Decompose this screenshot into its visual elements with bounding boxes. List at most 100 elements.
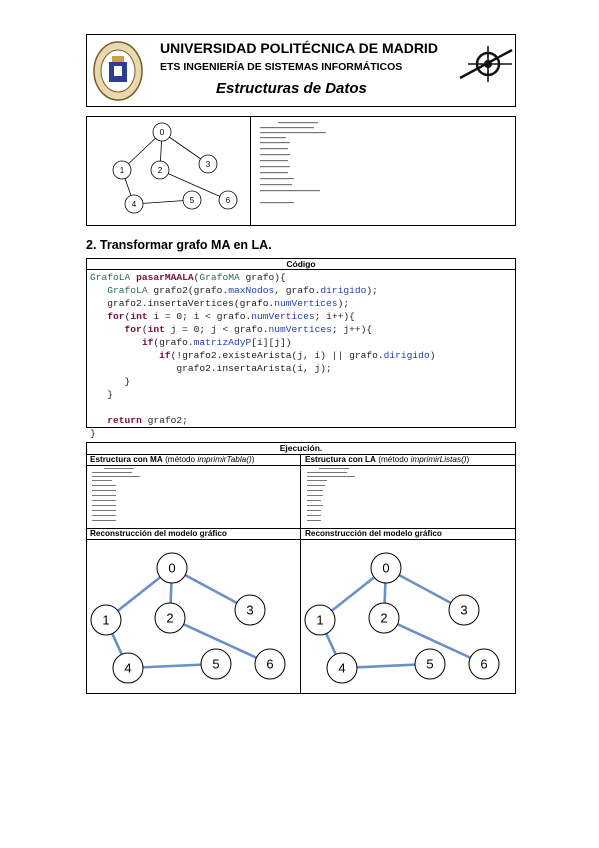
left-structure-header: Estructura con MA (método imprimirTabla(…: [90, 455, 255, 464]
code-token: GrafoLA: [90, 272, 131, 283]
code-line: for(int j = 0; j < grafo.numVertices; j+…: [90, 323, 435, 336]
node-6: [218, 190, 238, 210]
small-graph-diagram: 0 1 2 3 4 5 6: [112, 122, 238, 214]
top-figure-box: [86, 116, 516, 226]
code-box: [86, 258, 516, 428]
code-token: );: [366, 285, 378, 296]
node-4: [326, 652, 358, 684]
node-label-2: 2: [380, 611, 387, 626]
code-line: if(!grafo2.existeArista(j, i) || grafo.d…: [90, 349, 435, 362]
code-token: ; j++){: [331, 324, 373, 335]
code-token: pasarMAALA: [136, 272, 194, 283]
code-token: grafo2.insertaArista(i, j);: [90, 363, 332, 374]
code-line: return grafo2;: [90, 414, 435, 427]
code-header: Código: [286, 259, 316, 269]
node-label-3: 3: [206, 160, 211, 169]
node-1: [304, 604, 336, 636]
code-token: (: [193, 272, 200, 283]
node-6: [254, 648, 286, 680]
school-name: ETS INGENIERÍA DE SISTEMAS INFORMÁTICOS: [160, 61, 403, 73]
edge-2-6: [383, 616, 485, 666]
code-token: (!grafo2.existeArista(j, i) || grafo.: [170, 350, 384, 361]
code-token: [90, 324, 125, 335]
code-token: dirigido: [320, 285, 367, 296]
code-token: [90, 415, 107, 426]
code-token: GrafoMA: [199, 272, 240, 283]
node-label-5: 5: [190, 196, 195, 205]
code-line: [90, 401, 435, 414]
code-line: grafo2.insertaVertices(grafo.numVertices…: [90, 297, 435, 310]
node-label-2: 2: [166, 611, 173, 626]
reconstruction-header-left: Reconstrucción del modelo gráfico: [90, 529, 227, 538]
node-5: [182, 190, 202, 210]
code-line: if(grafo.matrizAdyP[i][j]): [90, 336, 435, 349]
node-label-1: 1: [120, 166, 125, 175]
code-token: int: [130, 311, 148, 322]
node-label-4: 4: [338, 661, 345, 676]
execution-title: Ejecución.: [279, 443, 323, 453]
code-token: (: [141, 324, 148, 335]
code-token: grafo2(grafo.: [147, 285, 229, 296]
section-title: 2. Transformar grafo MA en LA.: [86, 238, 272, 252]
node-label-1: 1: [316, 613, 323, 628]
code-token: GrafoLA: [107, 285, 148, 296]
code-line: }: [90, 375, 435, 388]
header-box: [86, 34, 516, 107]
node-2: [150, 160, 170, 180]
top-figure-divider: [250, 116, 251, 226]
node-1: [112, 160, 132, 180]
code-token: grafo2;: [141, 415, 188, 426]
university-name: UNIVERSIDAD POLITÉCNICA DE MADRID: [160, 40, 438, 56]
code-line: for(int i = 0; i < grafo.numVertices; i+…: [90, 310, 435, 323]
node-label-3: 3: [246, 603, 253, 618]
code-token: [90, 337, 142, 348]
code-token: for: [107, 311, 125, 322]
code-token: (: [124, 311, 131, 322]
node-2: [154, 602, 186, 634]
node-4: [124, 194, 144, 214]
node-label-0: 0: [160, 128, 165, 137]
node-label-5: 5: [426, 657, 433, 672]
code-token: [i][j]): [251, 337, 292, 348]
code-token: numVertices: [251, 311, 315, 322]
edge-2-6: [159, 169, 229, 201]
code-token: numVertices: [268, 324, 332, 335]
code-token: for: [124, 324, 142, 335]
execution-table: [86, 442, 516, 694]
console-screenshot-ma: [90, 467, 160, 527]
code-token: matrizAdyP: [193, 337, 252, 348]
node-0: [152, 122, 172, 142]
node-label-0: 0: [382, 561, 389, 576]
node-label-5: 5: [212, 657, 219, 672]
right-structure-header: Estructura con LA (método imprimirListas…: [305, 455, 470, 464]
node-0: [370, 552, 402, 584]
node-label-6: 6: [480, 657, 487, 672]
code-token: }: [90, 428, 96, 439]
reconstruction-header-right: Reconstrucción del modelo gráfico: [305, 529, 442, 538]
code-line: GrafoLA grafo2(grafo.maxNodos, grafo.dir…: [90, 284, 435, 297]
code-token: j = 0; j < grafo.: [164, 324, 269, 335]
code-token: int: [147, 324, 165, 335]
edge-2-6: [169, 616, 271, 666]
node-label-4: 4: [132, 200, 137, 209]
upm-seal-logo: [92, 40, 144, 102]
course-name: Estructuras de Datos: [216, 80, 367, 97]
code-block: GrafoLA pasarMAALA(GrafoMA grafo){ Grafo…: [90, 271, 435, 440]
node-label-6: 6: [226, 196, 231, 205]
node-0: [156, 552, 188, 584]
exec-rule-2: [86, 465, 516, 466]
code-token: [90, 285, 107, 296]
etsisi-logo: [458, 42, 514, 86]
code-token: grafo2.insertaVertices(grafo.: [90, 298, 275, 309]
edge-4-5: [133, 199, 193, 205]
code-token: ; i++){: [314, 311, 355, 322]
code-token: }: [90, 389, 114, 400]
node-4: [112, 652, 144, 684]
code-token: }: [90, 376, 131, 387]
exec-rule-4: [86, 539, 516, 540]
code-token: numVertices: [274, 298, 338, 309]
exec-rule-3: [86, 528, 516, 529]
node-1: [90, 604, 122, 636]
